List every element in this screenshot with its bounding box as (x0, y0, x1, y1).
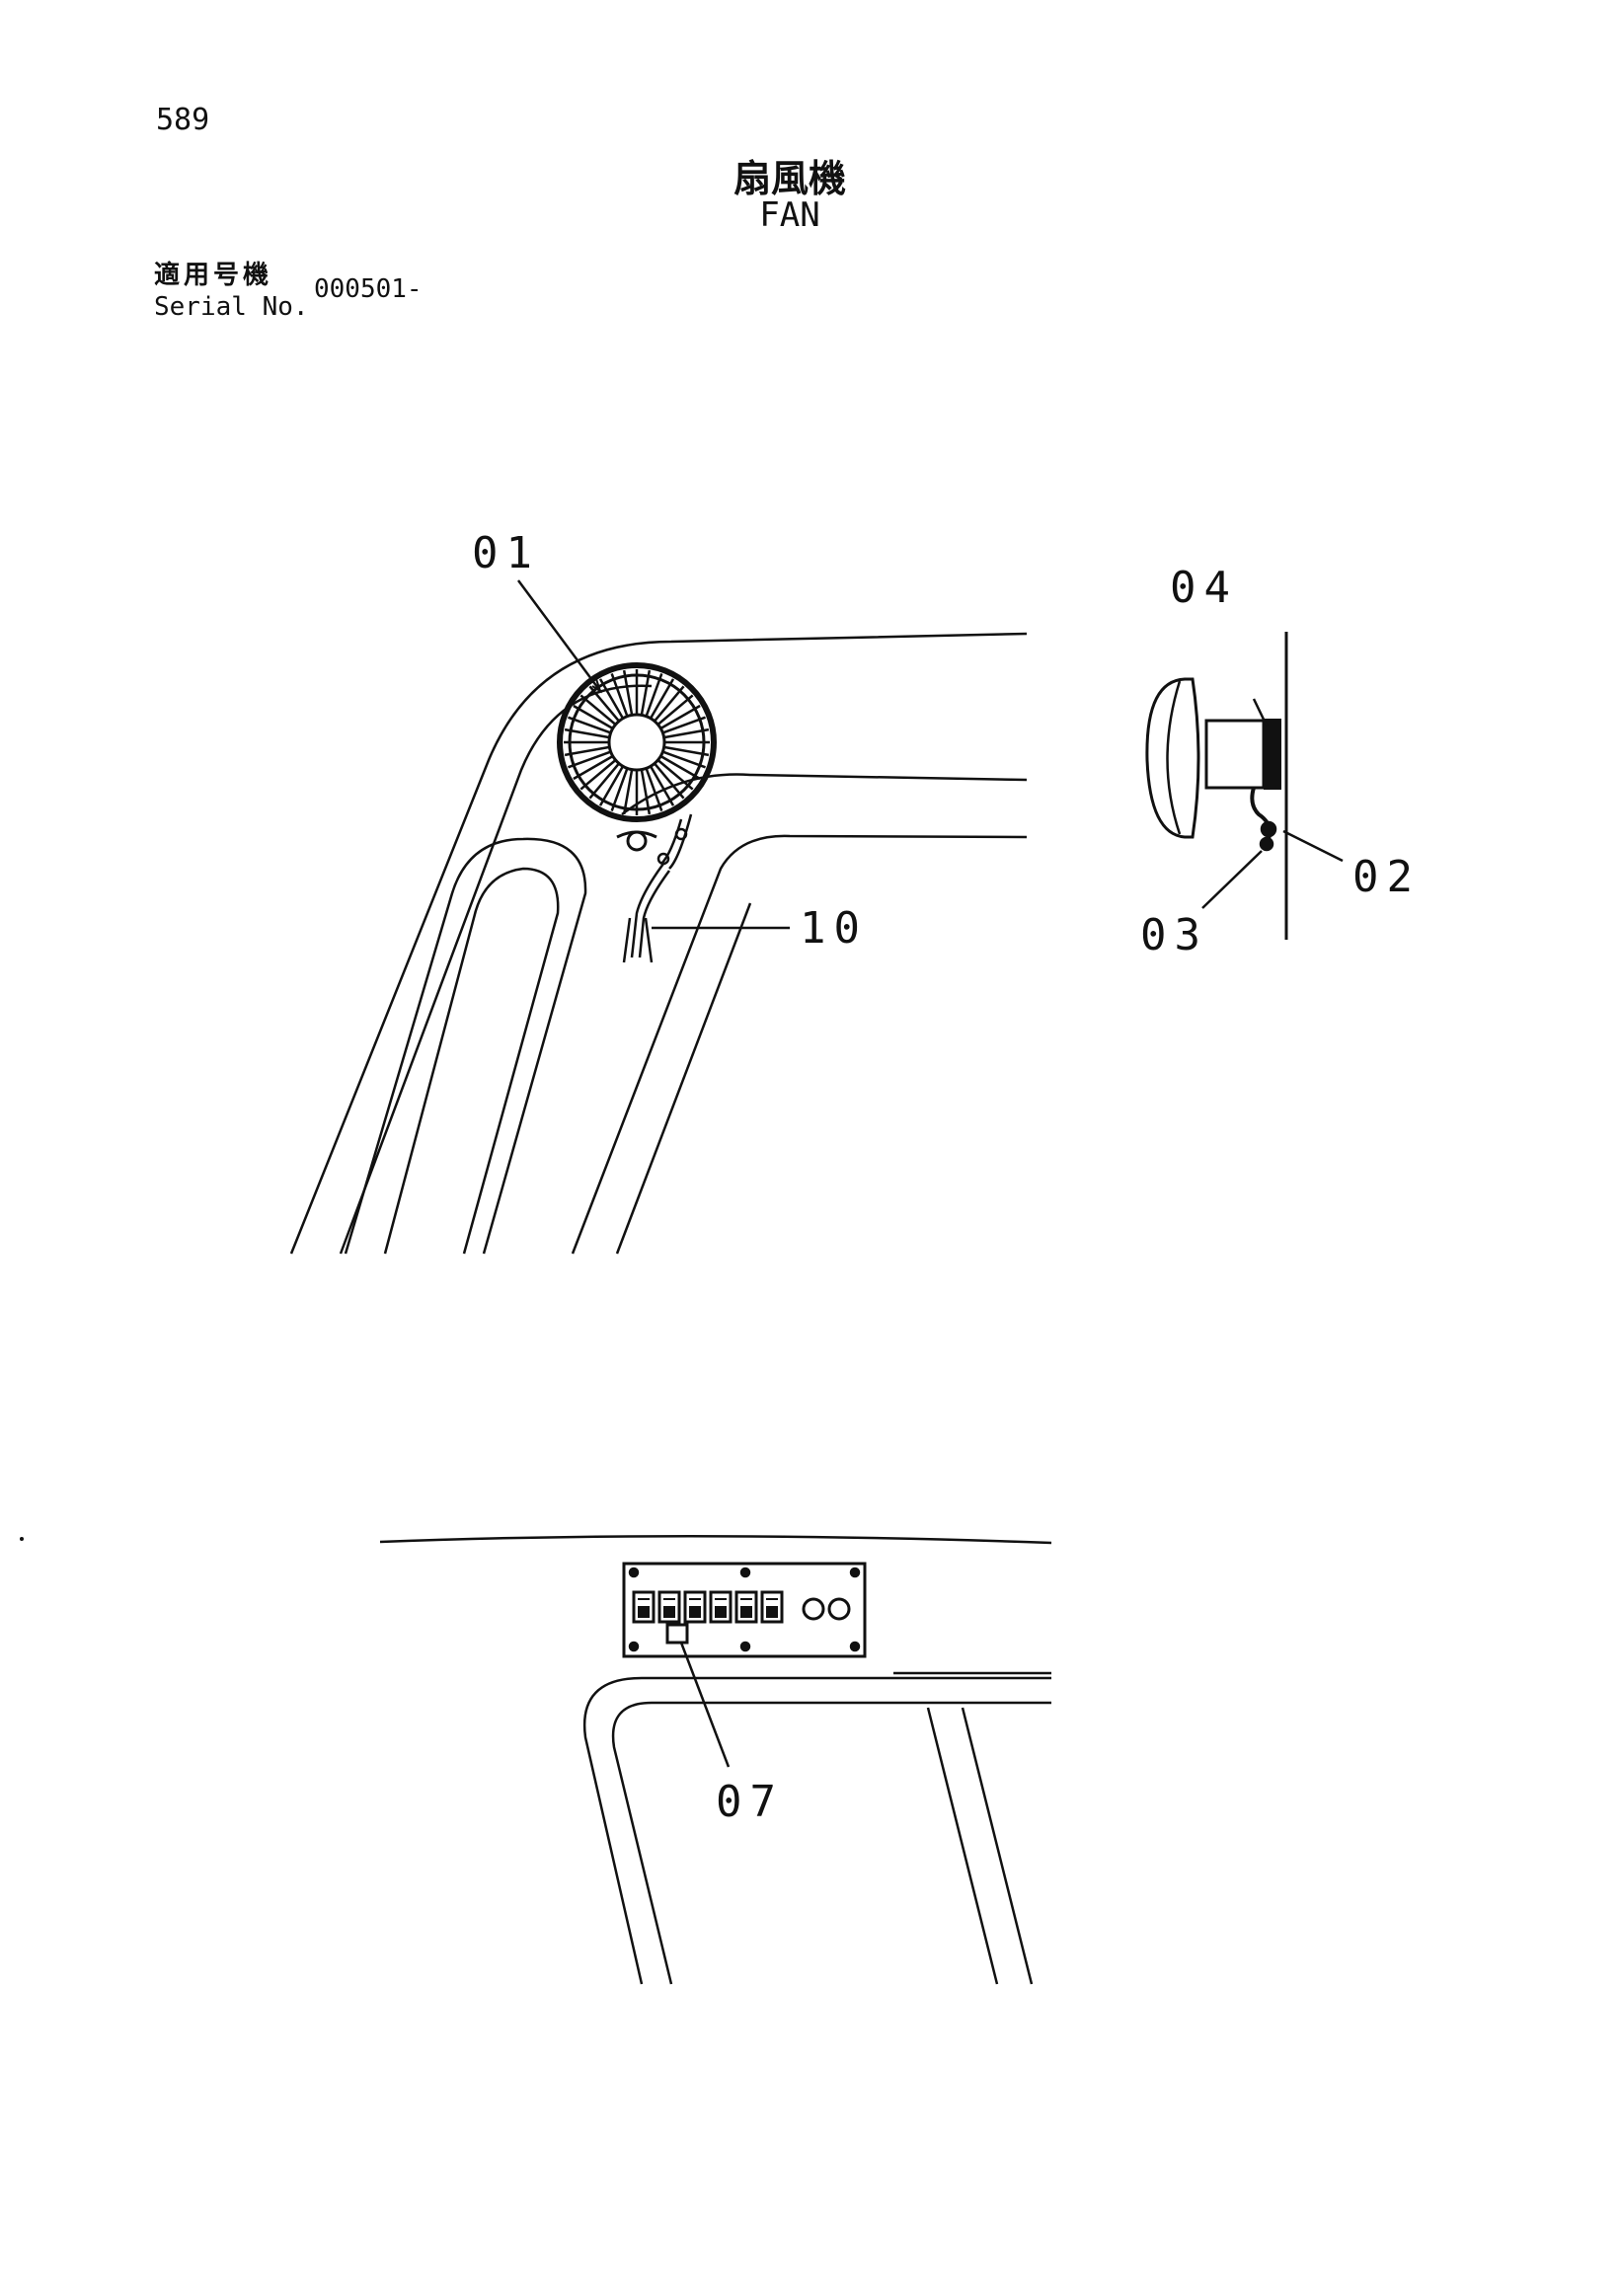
rocker-switch-face (638, 1606, 650, 1618)
callout-01: 01 (472, 528, 540, 578)
fan-guard-spoke (598, 678, 625, 720)
page-title-jp: 扇風機 (733, 157, 846, 200)
fan-guard-spoke (663, 745, 710, 757)
fan-guard-spoke (645, 673, 663, 718)
rocker-switch-face (766, 1606, 778, 1618)
fan-guard-spoke (661, 750, 706, 769)
fan-guard-spoke (610, 673, 629, 718)
callout-03: 03 (1140, 910, 1208, 960)
page-number: 589 (156, 103, 210, 137)
fan-hub (607, 713, 666, 772)
fan-mount-bolt (626, 830, 648, 852)
fan-guard-spoke (649, 678, 675, 720)
fan-guard-spoke (568, 750, 612, 769)
fan-guard-spoke (654, 762, 685, 800)
fan-guard-spoke (622, 669, 634, 716)
fan-guard-spoke (656, 759, 694, 791)
fan-guard-spoke (622, 769, 634, 815)
fan-switch-07 (665, 1623, 689, 1645)
fan-guard-spoke (573, 754, 614, 781)
fan-assembly (557, 662, 717, 963)
leader-07 (679, 1642, 731, 1768)
switch-panel (622, 1562, 867, 1658)
bracket-04 (1264, 719, 1281, 790)
fan-guard-spoke (588, 685, 620, 723)
rocker-switch-face (715, 1606, 727, 1618)
fan-guard-spoke (656, 694, 694, 726)
fan-side-view (1145, 632, 1344, 940)
fan-guard-spoke (640, 669, 652, 716)
fan-guard-spoke (588, 762, 620, 800)
fan-guard-spoke (661, 716, 706, 734)
fan-guard-spoke (649, 765, 675, 806)
cab-frame-lower (379, 1534, 1052, 1985)
fan-guard-spoke (610, 767, 629, 811)
serial-label-jp: 適用号機 (154, 261, 273, 290)
stray-mark (20, 1537, 24, 1541)
rocker-switch-face (740, 1606, 752, 1618)
fan-guard-spoke (579, 694, 617, 726)
indicator-lamp (827, 1597, 851, 1621)
fan-guard-outer (557, 662, 717, 822)
fan-guard-spoke (564, 727, 610, 739)
fan-guard-spoke (659, 754, 701, 781)
rocker-switch-face (689, 1606, 701, 1618)
fan-guard-spoke (598, 765, 625, 806)
callout-02: 02 (1352, 852, 1421, 902)
serial-number-range: 000501- (314, 274, 423, 304)
page-title-en: FAN (759, 195, 820, 235)
serial-label-en: Serial No. (154, 292, 309, 322)
fan-guard-spoke (663, 727, 710, 739)
callout-04: 04 (1170, 563, 1238, 613)
fan-guard-spoke (568, 716, 612, 734)
fan-guard-spoke (640, 769, 652, 815)
fan-guard-spoke (659, 704, 701, 730)
indicator-lamp (802, 1597, 825, 1621)
fan-guard-spoke (645, 767, 663, 811)
bolt-03 (1259, 836, 1274, 852)
callout-07: 07 (716, 1777, 784, 1827)
rocker-switch-face (663, 1606, 675, 1618)
leader-01 (516, 579, 602, 692)
callout-10: 10 (800, 903, 868, 954)
fan-guard-spoke (564, 745, 610, 757)
fan-guard-spoke (579, 759, 617, 791)
fan-guard-spoke (573, 704, 614, 730)
fan-guard-spoke (654, 685, 685, 723)
